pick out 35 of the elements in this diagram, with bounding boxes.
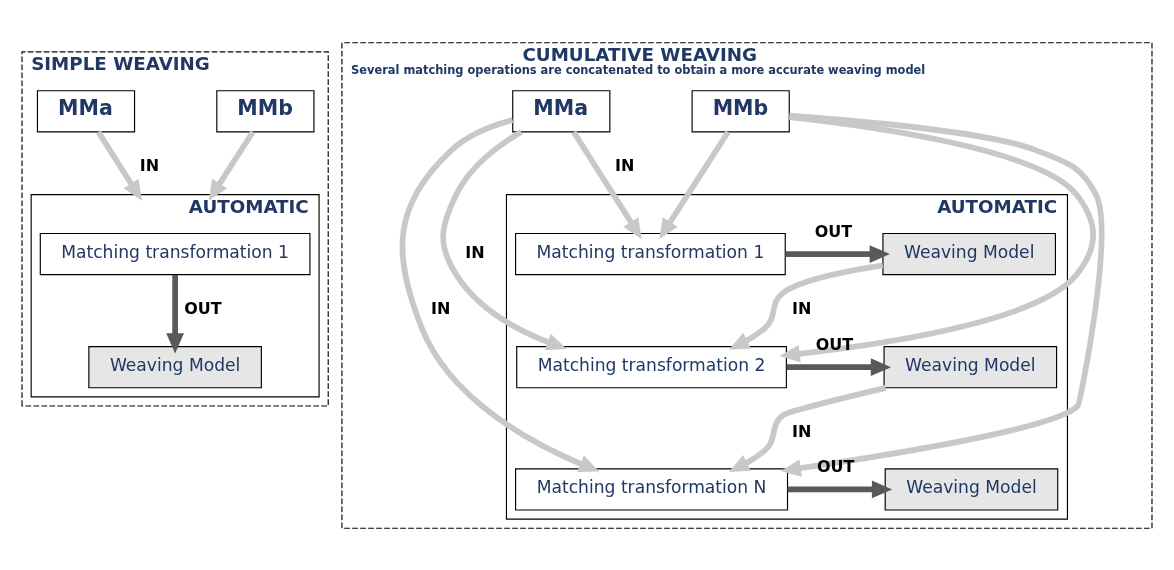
node-box: MMb — [216, 89, 315, 132]
arrow — [440, 129, 567, 350]
arrow — [728, 384, 887, 472]
arrow — [95, 129, 142, 201]
edge-label: OUT — [816, 456, 855, 476]
arrow — [780, 112, 1105, 477]
arrow — [659, 129, 731, 239]
node-box: MMb — [691, 89, 790, 132]
arrow — [728, 262, 884, 350]
node-box: Matching transformation 1 — [515, 232, 786, 275]
edge-label: IN — [431, 298, 451, 318]
node-box: Matching transformation N — [515, 467, 789, 511]
node-box: MMa — [512, 89, 611, 132]
edge-label: OUT — [815, 334, 854, 354]
arrow — [786, 357, 892, 376]
edge-label: IN — [792, 298, 812, 318]
edge-label: IN — [139, 155, 160, 175]
arrow — [166, 274, 184, 354]
node-box: Weaving Model — [88, 345, 262, 388]
node-box: Weaving Model — [883, 345, 1058, 388]
edge-label: OUT — [814, 221, 853, 241]
edge-label: IN — [465, 242, 485, 262]
edge-label: IN — [792, 421, 812, 441]
arrow — [208, 129, 256, 201]
arrow — [571, 129, 642, 239]
node-box: Weaving Model — [882, 232, 1056, 275]
node-box: Matching transformation 2 — [516, 345, 787, 388]
arrow — [399, 116, 600, 472]
arrow — [787, 480, 893, 498]
edge-label: IN — [614, 155, 635, 175]
arrow — [785, 244, 890, 263]
edge-label: OUT — [184, 298, 222, 318]
node-box: Matching transformation 1 — [39, 232, 311, 275]
node-box: MMa — [36, 89, 136, 132]
node-box: Weaving Model — [884, 467, 1059, 511]
